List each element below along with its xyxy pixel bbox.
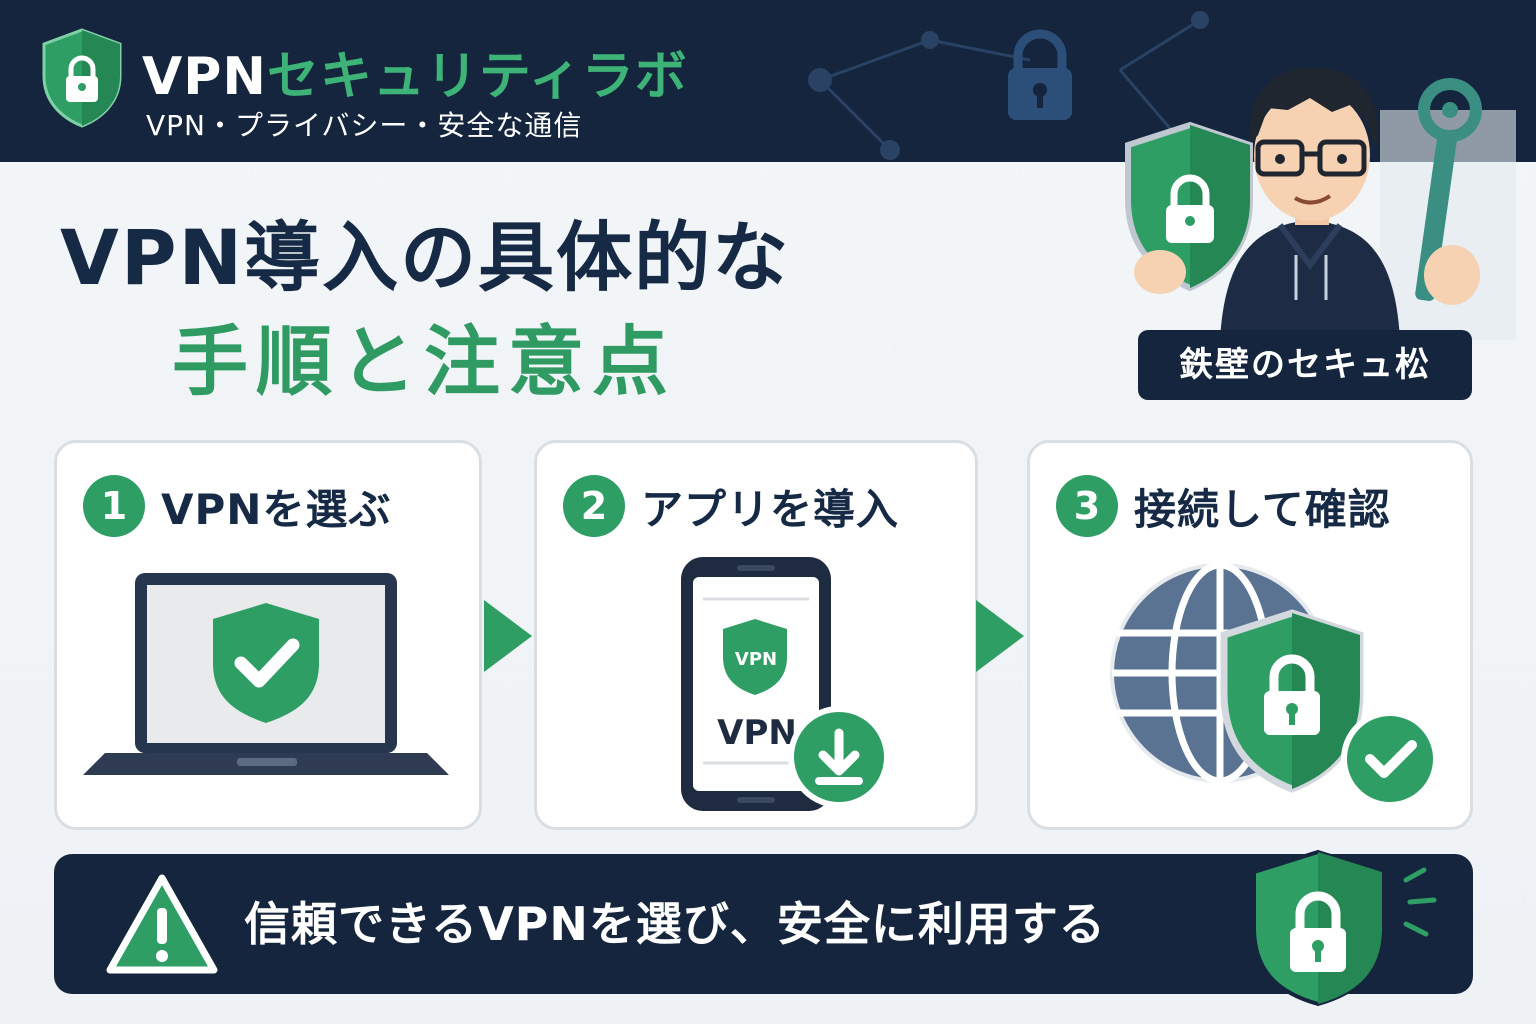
banner-message: 信頼できるVPNを選び、安全に利用する: [244, 897, 1106, 951]
step-number: 1: [83, 475, 145, 537]
lock-decoration-icon: [1008, 29, 1072, 120]
step-header: 3 接続して確認: [1056, 475, 1391, 537]
warning-banner: 信頼できるVPNを選び、安全に利用する: [54, 854, 1473, 994]
network-decoration: [808, 11, 1209, 160]
step-card-3: 3 接続して確認: [1027, 440, 1473, 830]
download-icon: [788, 706, 890, 808]
shield-lock-icon: [42, 28, 122, 128]
brand-title: VPNセキュリティラボ: [142, 34, 688, 109]
arrow-right-icon: [484, 600, 532, 672]
globe-shield-lock-check-icon: [1110, 561, 1439, 808]
warning-icon: [106, 874, 218, 974]
brand-title-rest: セキュリティラボ: [266, 47, 688, 107]
step-title: 接続して確認: [1134, 484, 1391, 534]
step-number: 2: [563, 475, 625, 537]
step-number: 3: [1056, 475, 1118, 537]
laptop-shield-check-icon: [83, 573, 449, 775]
brand-title-vpn: VPN: [142, 47, 267, 107]
mascot-name-badge: 鉄壁のセキュ松: [1138, 330, 1472, 400]
step-header: 2 アプリを導入: [563, 475, 899, 537]
mascot-illustration: [1125, 67, 1516, 340]
brand-subtitle: VPN・プライバシー・安全な通信: [146, 109, 583, 142]
app-label-small: VPN: [734, 649, 778, 670]
page-title: VPN導入の具体的な: [60, 213, 791, 302]
app-label-large: VPN: [717, 713, 797, 753]
page-title-highlight: 手順と注意点: [172, 317, 676, 406]
step-card-2: 2 アプリを導入 VPN VPN: [534, 440, 978, 830]
arrow-right-icon: [976, 600, 1024, 672]
step-title: VPNを選ぶ: [161, 484, 392, 534]
shield-lock-icon: [1252, 849, 1437, 1007]
smartphone-vpn-download-icon: [681, 557, 831, 811]
step-card-1: 1 VPNを選ぶ: [54, 440, 482, 830]
step-header: 1 VPNを選ぶ: [83, 475, 391, 537]
step-title: アプリを導入: [641, 484, 900, 534]
